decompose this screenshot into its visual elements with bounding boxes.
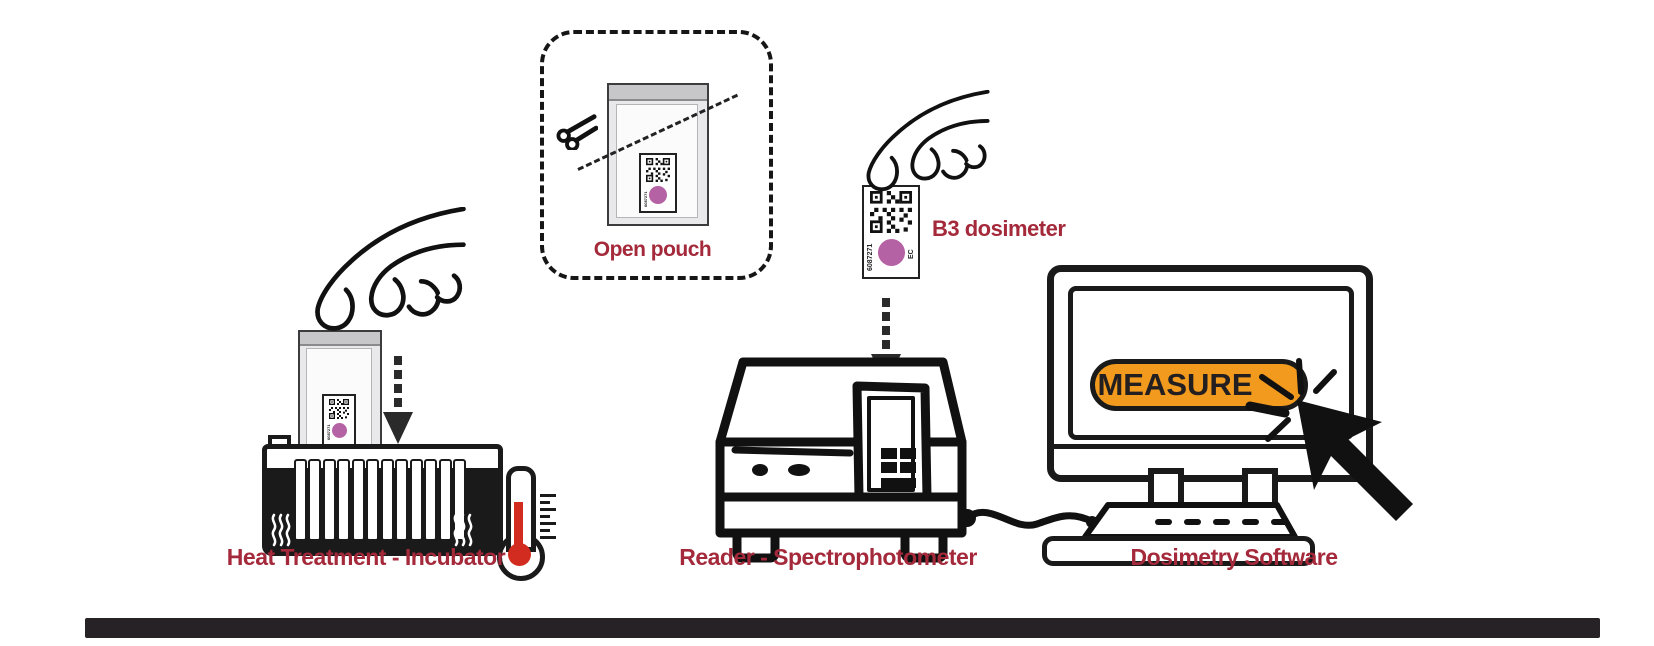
dosimeter-id-micro: 6087271 — [326, 424, 331, 440]
heat-waves-icon — [271, 513, 291, 547]
pouch-seal-band — [300, 332, 380, 346]
pouch-illustration: 6087271 — [298, 330, 382, 456]
click-burst-icon — [1245, 358, 1337, 442]
dosimeter-card-small: 6087271 — [639, 153, 677, 213]
hand-icon — [268, 207, 470, 334]
qr-code-icon — [646, 158, 670, 182]
dosimetry-software-label: Dosimetry Software — [1130, 544, 1338, 570]
bottom-bar — [85, 618, 1600, 638]
keyboard-tray — [1082, 502, 1298, 540]
hand-icon — [866, 90, 990, 192]
heat-waves-icon — [453, 513, 473, 547]
measure-button[interactable]: MEASURE — [1090, 359, 1308, 411]
down-arrow-icon — [383, 356, 413, 444]
open-pouch-label: Open pouch — [593, 238, 712, 261]
dosimeter-spot — [649, 186, 667, 204]
qr-code-icon — [870, 191, 912, 233]
b3-dosimeter-label: B3 dosimeter — [932, 216, 1066, 241]
b3-dosimeter-card: 6087271 EC — [862, 185, 920, 279]
open-pouch-box — [540, 30, 773, 280]
spectrophotometer-illustration — [715, 357, 967, 563]
monitor-base — [1042, 536, 1315, 566]
pouch-illustration: 6087271 — [607, 83, 709, 226]
pouch-seal-band — [609, 85, 707, 101]
dosimeter-id-micro: 6087271 — [643, 191, 648, 207]
incubator-slots — [294, 459, 466, 541]
dosimeter-card-small: 6087271 — [322, 394, 356, 446]
dosimeter-spot — [332, 423, 347, 438]
dosimeter-type-text: EC — [908, 249, 915, 259]
cursor-icon — [1297, 400, 1413, 521]
dosimeter-spot — [878, 239, 905, 266]
dosimeter-id-text: 6087271 — [867, 243, 874, 271]
reader-label: Reader - Spectrophotometer — [679, 544, 977, 570]
scissors-icon — [556, 114, 598, 150]
monitor-chin-line — [1052, 444, 1353, 449]
qr-code-icon — [329, 399, 349, 419]
measure-button-label: MEASURE — [1097, 367, 1253, 402]
heat-treatment-label: Heat Treatment - Incubator — [226, 544, 506, 570]
